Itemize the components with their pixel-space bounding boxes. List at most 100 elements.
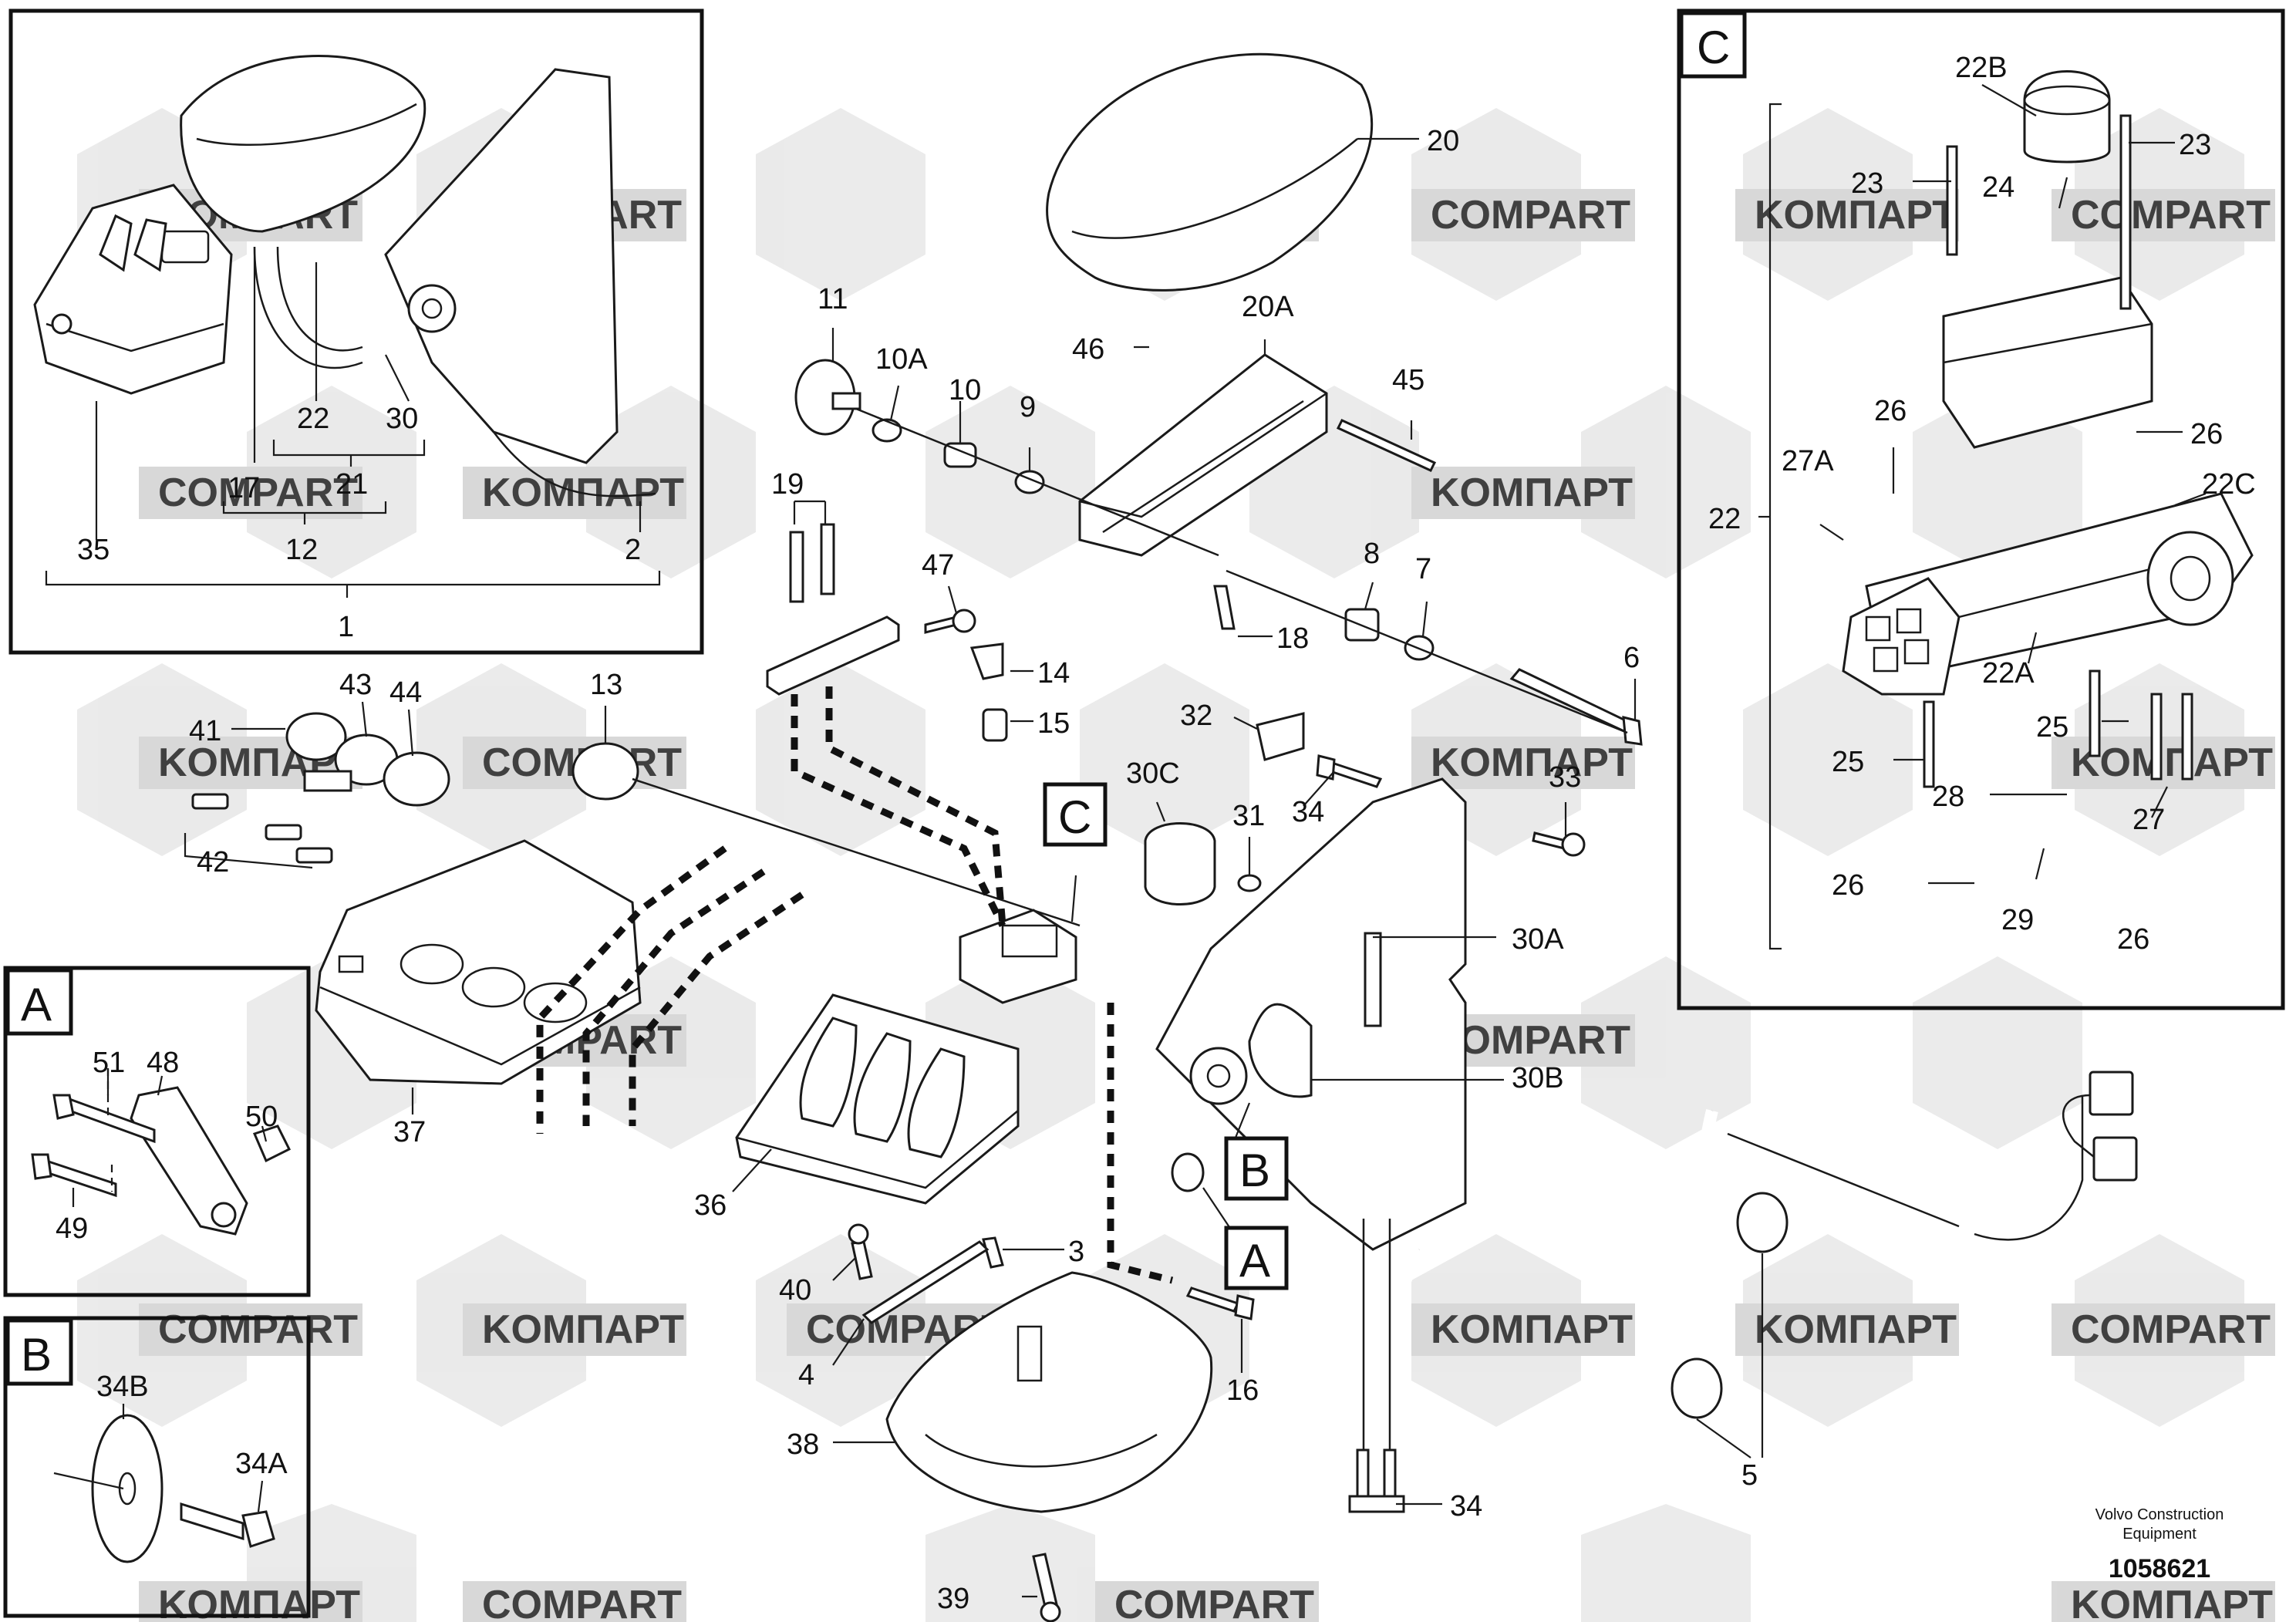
label-9: 9	[1020, 391, 1036, 423]
label-20: 20	[1427, 125, 1459, 157]
label-33: 33	[1549, 761, 1581, 794]
label-30a: 30A	[1512, 923, 1564, 956]
label-50: 50	[245, 1101, 278, 1133]
label-15: 15	[1037, 707, 1070, 740]
label-30: 30	[386, 403, 418, 435]
callout-letter-b: B	[1239, 1145, 1270, 1196]
label-5: 5	[1741, 1459, 1758, 1492]
label-39: 39	[937, 1583, 969, 1615]
callout-letter-a: A	[1239, 1235, 1270, 1286]
label-43: 43	[339, 669, 372, 701]
label-29: 29	[2001, 904, 2034, 936]
credit-block: Volvo Construction Equipment 1058621	[2095, 1506, 2224, 1583]
label-2: 2	[625, 534, 641, 566]
label-10a: 10A	[875, 343, 928, 376]
callout-letter-c: C	[1058, 791, 1091, 843]
label-22: 22	[297, 403, 329, 435]
inset-detail-a: A 51 48 50 49	[3, 966, 311, 1297]
watermark-text: COMPART	[482, 1583, 682, 1622]
watermark-text: KOMПАРТ	[2071, 740, 2273, 785]
watermark-text: KOMПАРТ	[482, 1307, 684, 1352]
label-12: 12	[285, 534, 318, 566]
label-34b: 34B	[96, 1371, 149, 1403]
watermark-text: KOMПАРТ	[1755, 193, 1957, 238]
label-48: 48	[147, 1047, 179, 1079]
label-37: 37	[393, 1116, 426, 1148]
label-26: 26	[1832, 869, 1864, 902]
label-26: 26	[2190, 418, 2223, 450]
inset-letter-a: A	[21, 979, 52, 1030]
watermark-text: KOMПАРТ	[1431, 740, 1633, 785]
label-17: 17	[228, 472, 260, 504]
label-31: 31	[1232, 800, 1265, 832]
watermark-text: KOMПАРТ	[1431, 1307, 1633, 1352]
label-19: 19	[771, 468, 804, 501]
label-23: 23	[2179, 129, 2211, 161]
watermark-text: KOMПАРТ	[1755, 1307, 1957, 1352]
watermark-text: COMPART	[158, 470, 358, 515]
label-22a: 22A	[1982, 657, 2035, 690]
credit-line-1: Volvo Construction	[2095, 1506, 2224, 1523]
callout-b-box	[1224, 1136, 1289, 1201]
label-34: 34	[1292, 796, 1324, 828]
label-27a: 27A	[1782, 445, 1834, 477]
label-16: 16	[1226, 1374, 1259, 1407]
label-35: 35	[77, 534, 110, 566]
label-7: 7	[1415, 553, 1431, 585]
inset-detail-b: B 34B 34A	[3, 1316, 311, 1618]
label-10: 10	[949, 374, 981, 406]
label-26: 26	[2117, 923, 2149, 956]
inset-assembly-1: 17 22 30 21 12 35 2 1	[8, 8, 704, 655]
label-1: 1	[338, 611, 354, 643]
label-18: 18	[1276, 622, 1309, 655]
label-51: 51	[93, 1047, 125, 1079]
label-44: 44	[389, 676, 422, 709]
inset-letter-c: C	[1697, 22, 1730, 73]
main-exploded-view: C B A 20 20A 46 45 11 10A 10 9 19 47 8 7…	[184, 52, 2138, 1622]
label-42: 42	[197, 846, 229, 878]
label-38: 38	[787, 1428, 819, 1461]
label-13: 13	[590, 669, 622, 701]
watermark-text: KOMПАРТ	[2071, 1583, 2273, 1622]
inset-detail-c: C	[1677, 8, 2285, 1010]
label-41: 41	[189, 715, 221, 747]
label-40: 40	[779, 1274, 811, 1307]
label-3: 3	[1068, 1236, 1084, 1268]
label-21: 21	[335, 468, 368, 501]
watermark-text: COMPART	[2071, 1307, 2271, 1352]
inset-letter-b: B	[21, 1329, 52, 1381]
label-23: 23	[1851, 167, 1883, 200]
document-number: 1058621	[2109, 1554, 2210, 1583]
label-22: 22	[1708, 503, 1741, 535]
label-24: 24	[1982, 171, 2014, 204]
label-20a: 20A	[1242, 291, 1294, 323]
watermark-text: COMPART	[1114, 1583, 1314, 1622]
label-46: 46	[1072, 333, 1104, 366]
label-8: 8	[1364, 538, 1380, 570]
label-26: 26	[1874, 395, 1907, 427]
watermark-text: COMPART	[158, 1307, 358, 1352]
label-6: 6	[1623, 642, 1640, 674]
label-28: 28	[1932, 781, 1964, 813]
label-34: 34	[1450, 1490, 1482, 1523]
label-25: 25	[2036, 711, 2068, 744]
watermark-text: COMPART	[1431, 193, 1630, 238]
label-4: 4	[798, 1359, 814, 1391]
watermark-text: KOMПАРТ	[1431, 470, 1633, 515]
label-27: 27	[2132, 804, 2165, 836]
label-25: 25	[1832, 746, 1864, 778]
label-30c: 30C	[1126, 757, 1180, 790]
label-34a: 34A	[235, 1448, 288, 1480]
label-36: 36	[694, 1189, 727, 1222]
credit-line-2: Equipment	[2122, 1526, 2197, 1543]
label-32: 32	[1180, 700, 1212, 732]
label-22c: 22C	[2202, 468, 2256, 501]
label-30b: 30B	[1512, 1062, 1564, 1094]
label-47: 47	[922, 549, 954, 582]
label-45: 45	[1392, 364, 1424, 396]
label-14: 14	[1037, 657, 1070, 690]
label-22b: 22B	[1955, 52, 2008, 84]
callout-a-box	[1224, 1226, 1289, 1290]
watermark-text: COMPART	[2071, 193, 2271, 238]
